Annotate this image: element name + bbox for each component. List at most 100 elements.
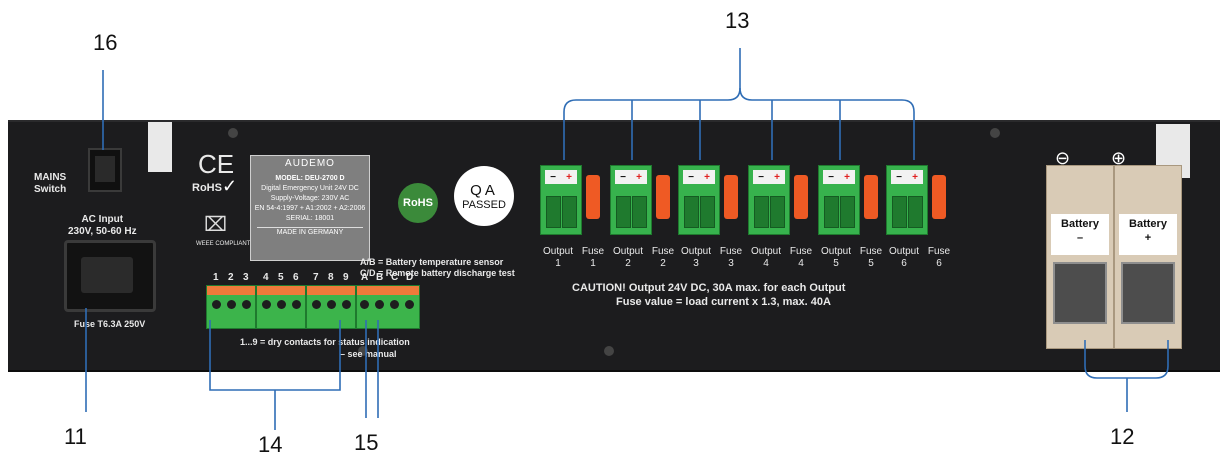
ac-inlet[interactable]: [64, 240, 156, 312]
fuse-3[interactable]: [724, 175, 738, 219]
switch-rocker: [95, 156, 115, 182]
battery-minus-terminal[interactable]: Battery –: [1046, 165, 1114, 349]
polarity-marker: −+: [823, 170, 855, 184]
fuse-6[interactable]: [932, 175, 946, 219]
label-line2: Supply-Voltage: 230V AC: [270, 195, 350, 202]
fuse-label-num: 3: [728, 258, 734, 269]
rohs-badge: RoHS: [398, 183, 438, 223]
legend-ab: A/B = Battery temperature sensor: [360, 257, 504, 267]
caution-line2: Fuse value = load current x 1.3, max. 40…: [616, 296, 831, 308]
connector-hole: [754, 196, 769, 228]
fuse-label-num: 1: [590, 258, 596, 269]
terminal-number: 3: [243, 272, 249, 283]
output-connector-6[interactable]: −+: [886, 165, 928, 235]
serial-sticker-left: [148, 122, 172, 172]
ac-input-label: AC Input 230V, 50-60 Hz: [68, 214, 137, 237]
terminal-screw: [212, 300, 221, 309]
output-label-num: 5: [833, 258, 839, 269]
output-label-text: Output: [612, 246, 644, 257]
leader-12: [1084, 340, 1169, 412]
fuse-label-text: Fuse: [651, 246, 675, 257]
fuse-rating-label: Fuse T6.3A 250V: [74, 319, 146, 329]
output-connector-4[interactable]: −+: [748, 165, 790, 235]
connector-hole: [824, 196, 839, 228]
qa-passed-badge: QA PASSED: [454, 166, 514, 226]
output-connector-1[interactable]: −+: [540, 165, 582, 235]
battery-minus-clamp: [1053, 262, 1107, 324]
label-line1: Digital Emergency Unit 24V DC: [261, 185, 359, 192]
label-line3: EN 54-4:1997 + A1:2002 + A2:2006: [254, 205, 366, 212]
fuse-4[interactable]: [794, 175, 808, 219]
legend-cd: C/D = Remote battery discharge test: [360, 268, 515, 278]
passed-text: PASSED: [462, 198, 506, 211]
terminal-number: 6: [293, 272, 299, 283]
terminal-screw: [262, 300, 271, 309]
terminal-number: 5: [278, 272, 284, 283]
connector-hole: [616, 196, 631, 228]
fuse-label-num: 6: [936, 258, 942, 269]
polarity-marker: −+: [891, 170, 923, 184]
screw-bottom-left: [358, 346, 368, 356]
mains-switch[interactable]: [88, 148, 122, 192]
terminal-screw: [227, 300, 236, 309]
battery-plus-terminal[interactable]: Battery +: [1114, 165, 1182, 349]
battery-minus-icon: ⊖: [1055, 148, 1071, 168]
callout-12: 12: [1110, 424, 1135, 449]
terminal-number: B: [376, 272, 384, 283]
terminal-number: 4: [263, 272, 269, 283]
qa-text: QA: [470, 181, 498, 199]
terminal-number: A: [361, 272, 369, 283]
connector-hole: [546, 196, 561, 228]
polarity-marker: −+: [753, 170, 785, 184]
screw-top-right: [990, 128, 1000, 138]
connector-hole: [840, 196, 855, 228]
weee-bin-icon: ⌧: [204, 214, 228, 236]
connector-hole: [770, 196, 785, 228]
output-connector-2[interactable]: −+: [610, 165, 652, 235]
fuse-1[interactable]: [586, 175, 600, 219]
output-label-num: 6: [901, 258, 907, 269]
terminal-screw: [375, 300, 384, 309]
terminal-screw: [342, 300, 351, 309]
caution-line1: CAUTION! Output 24V DC, 30A max. for eac…: [572, 282, 846, 294]
callout-11: 11: [64, 424, 87, 449]
terminal-screw: [242, 300, 251, 309]
screw-bottom-right: [604, 346, 614, 356]
output-connector-3[interactable]: −+: [678, 165, 720, 235]
terminal-number: 8: [328, 272, 334, 283]
callout-16: 16: [93, 30, 118, 55]
battery-plus-label: Battery: [1129, 218, 1167, 230]
fuse-5[interactable]: [864, 175, 878, 219]
ac-inlet-socket: [81, 257, 133, 293]
terminal-screw: [360, 300, 369, 309]
mains-switch-label: MAINS Switch: [34, 172, 67, 195]
label-separator: [257, 227, 363, 228]
terminal-screw: [292, 300, 301, 309]
rohs-compliant-mark: RoHS: [192, 182, 222, 194]
ce-mark: CE: [198, 149, 235, 179]
callout-13: 13: [725, 8, 750, 33]
terminal-screw: [405, 300, 414, 309]
checkmark-icon: ✓: [222, 176, 238, 196]
polarity-marker: −+: [545, 170, 577, 184]
output-label-num: 3: [693, 258, 699, 269]
polarity-marker: −+: [683, 170, 715, 184]
terminal-screw: [277, 300, 286, 309]
output-label-text: Output: [542, 246, 574, 257]
label-model: MODEL: DEU-2700 D: [275, 175, 345, 182]
fuse-label-num: 5: [868, 258, 874, 269]
connector-hole: [908, 196, 923, 228]
terminal-screw: [312, 300, 321, 309]
product-label: AUDEMO MODEL: DEU-2700 D Digital Emergen…: [250, 155, 370, 261]
leader-13-left: [563, 87, 741, 160]
output-connector-5[interactable]: −+: [818, 165, 860, 235]
fuse-label-text: Fuse: [581, 246, 605, 257]
fuse-2[interactable]: [656, 175, 670, 219]
